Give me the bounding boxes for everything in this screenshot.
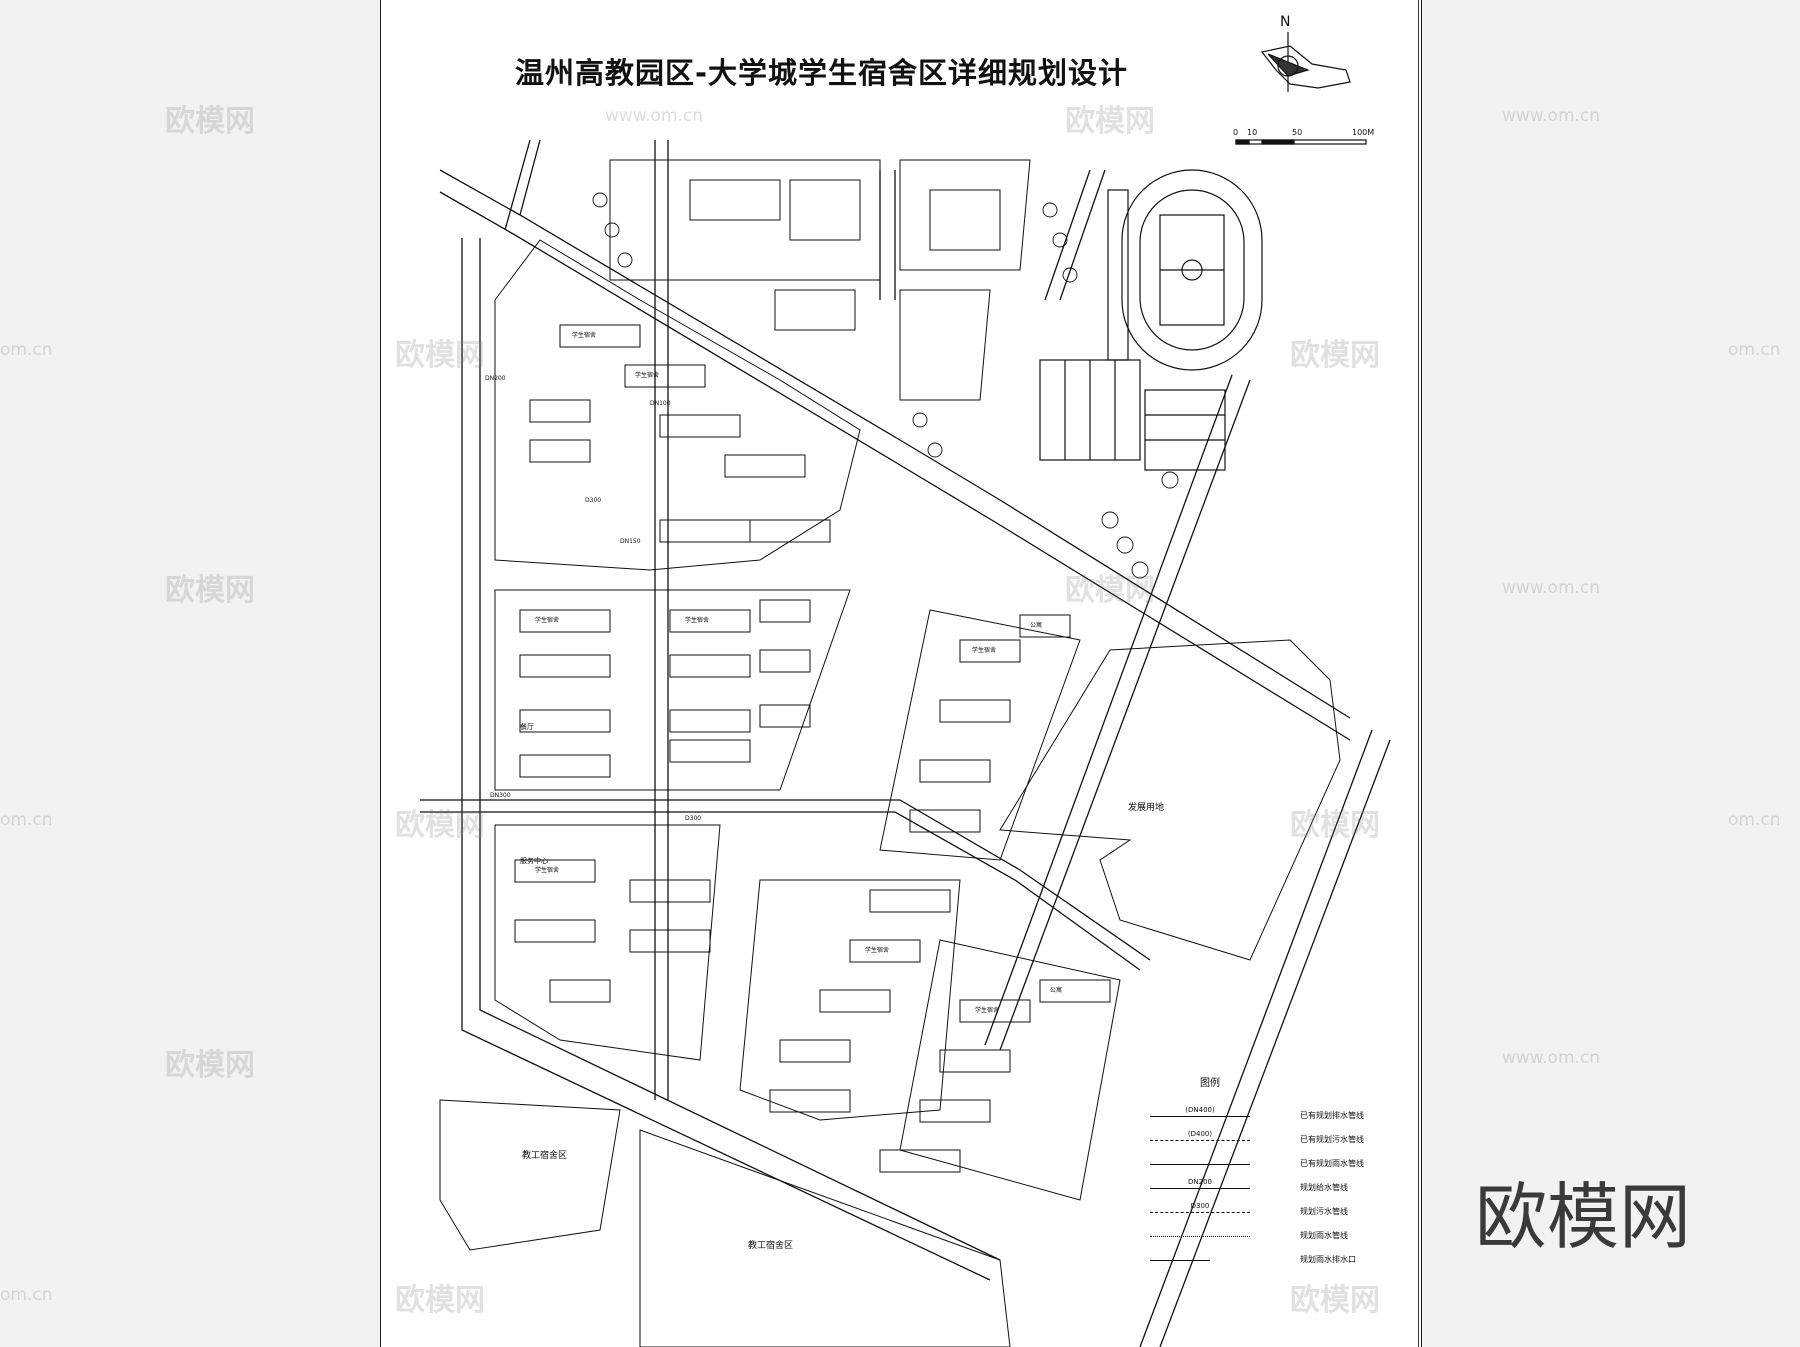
watermark-brand: 欧模网 bbox=[395, 338, 485, 373]
building-label: 学生宿舍 bbox=[535, 867, 560, 874]
watermark-brand: 欧模网 bbox=[1065, 104, 1155, 139]
apartment-label: 公寓 bbox=[1030, 622, 1043, 629]
pipe-label: DN100 bbox=[650, 400, 671, 407]
watermark-brand: 欧模网 bbox=[395, 808, 485, 843]
watermark-url: www.om.cn bbox=[605, 106, 704, 126]
scale-tick-10: 10 bbox=[1247, 128, 1258, 137]
watermark-brand: 欧模网 bbox=[1290, 808, 1380, 843]
legend-item: 已有规划雨水管线 bbox=[1150, 1156, 1390, 1180]
scale-tick-100: 100M bbox=[1352, 128, 1375, 137]
label-staff-dorm-zone-1: 教工宿舍区 bbox=[522, 1151, 568, 1161]
map-title: 温州高教园区-大学城学生宿舍区详细规划设计 bbox=[515, 56, 1129, 90]
building-label: 学生宿舍 bbox=[535, 617, 560, 624]
label-development-land: 发展用地 bbox=[1128, 803, 1165, 813]
watermark-brand: 欧模网 bbox=[165, 104, 255, 139]
apartment-label: 公寓 bbox=[1050, 987, 1063, 994]
frame-border-right bbox=[1418, 0, 1419, 1347]
legend-item: 规划雨水管线 bbox=[1150, 1228, 1390, 1252]
sports-field bbox=[1107, 169, 1263, 371]
pipe-label: D300 bbox=[585, 497, 602, 504]
pipe-label: DN200 bbox=[485, 375, 506, 382]
scale-tick-50: 50 bbox=[1292, 128, 1303, 137]
drawing-sheet bbox=[380, 0, 1422, 1347]
legend-item: (DN400) 已有规划排水管线 bbox=[1150, 1106, 1390, 1132]
watermark-url: om.cn bbox=[0, 1285, 53, 1305]
building-label: 学生宿舍 bbox=[685, 617, 710, 624]
pipe-label: DN150 bbox=[620, 538, 641, 545]
watermark-brand: 欧模网 bbox=[1290, 1283, 1380, 1318]
scale-bar bbox=[1235, 139, 1367, 145]
legend-item: DN200 规划给水管线 bbox=[1150, 1178, 1390, 1204]
block-outlines bbox=[494, 159, 1121, 1201]
brand-logo: 欧模网 bbox=[1475, 1175, 1692, 1259]
legend-item: (D400) 已有规划污水管线 bbox=[1150, 1130, 1390, 1156]
watermark-brand: 欧模网 bbox=[165, 1048, 255, 1083]
sports-courts bbox=[1039, 359, 1226, 471]
legend-item: 规划雨水排水口 bbox=[1150, 1252, 1390, 1276]
watermark-brand: 欧模网 bbox=[1065, 573, 1155, 608]
label-staff-dorm-zone-2: 教工宿舍区 bbox=[748, 1241, 794, 1251]
watermark-url: om.cn bbox=[1728, 340, 1781, 360]
dormitory-buildings bbox=[514, 179, 1111, 1173]
building-label: 学生宿舍 bbox=[635, 372, 660, 379]
scale-tick-0: 0 bbox=[1233, 128, 1239, 137]
watermark-brand: 欧模网 bbox=[1290, 338, 1380, 373]
building-label: 学生宿舍 bbox=[865, 947, 890, 954]
building-label: 学生宿舍 bbox=[972, 647, 997, 654]
trees bbox=[592, 192, 1179, 579]
watermark-url: om.cn bbox=[0, 340, 53, 360]
label-service-center: 服务中心 bbox=[520, 857, 548, 865]
pipe-label: DN300 bbox=[490, 792, 511, 799]
label-canteen: 餐厅 bbox=[520, 723, 534, 731]
main-roads bbox=[420, 139, 1391, 1347]
watermark-url: www.om.cn bbox=[1502, 1048, 1601, 1068]
watermark-url: om.cn bbox=[0, 810, 53, 830]
watermark-url: www.om.cn bbox=[1502, 106, 1601, 126]
north-label: N bbox=[1280, 14, 1291, 30]
watermark-url: www.om.cn bbox=[1502, 578, 1601, 598]
zone-outlines bbox=[439, 639, 1341, 1347]
building-label: 学生宿舍 bbox=[572, 332, 597, 339]
pipe-label: D300 bbox=[685, 815, 702, 822]
legend-item: D300 规划污水管线 bbox=[1150, 1202, 1390, 1228]
legend-title: 图例 bbox=[1200, 1078, 1220, 1089]
north-arrow-icon bbox=[1260, 32, 1351, 92]
watermark-brand: 欧模网 bbox=[165, 573, 255, 608]
watermark-url: om.cn bbox=[1728, 810, 1781, 830]
building-label: 学生宿舍 bbox=[975, 1007, 1000, 1014]
watermark-brand: 欧模网 bbox=[395, 1283, 485, 1318]
